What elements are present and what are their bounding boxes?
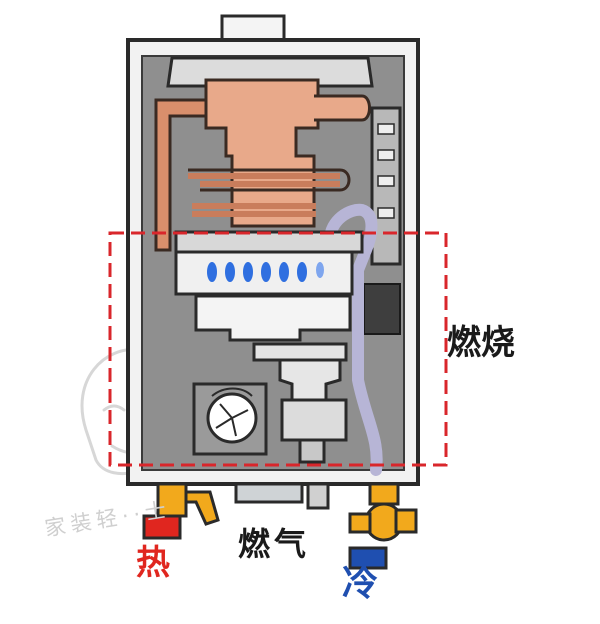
gas-valve <box>278 358 348 464</box>
cold-water-fitting <box>348 482 418 570</box>
heat-exchanger <box>154 78 371 252</box>
control-panel <box>363 106 402 335</box>
fan-icon <box>192 382 268 456</box>
hot-water-label: 热 <box>136 543 170 583</box>
gas-supply-tube <box>324 203 383 476</box>
combustion-zone-box <box>108 231 448 467</box>
cold-water-label: 冷 <box>342 563 379 604</box>
flame-icon <box>207 262 324 282</box>
hot-water-fitting <box>142 482 220 540</box>
combustion-label: 燃烧 <box>447 323 515 363</box>
gas-inlet-fitting <box>234 482 330 510</box>
gas-label: 燃气 <box>238 525 311 563</box>
